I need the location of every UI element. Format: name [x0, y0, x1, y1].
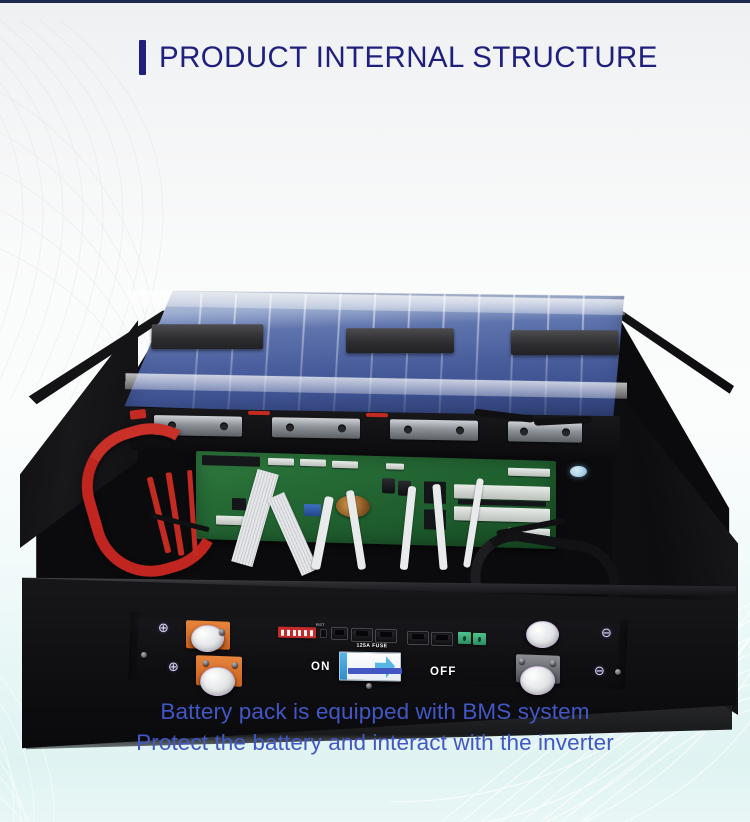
- page-title-row: PRODUCT INTERNAL STRUCTURE: [139, 40, 658, 75]
- page-title: PRODUCT INTERNAL STRUCTURE: [159, 40, 658, 74]
- busbar: [390, 419, 478, 441]
- comm-terminal-block[interactable]: [458, 631, 471, 645]
- usb-port[interactable]: [331, 626, 348, 641]
- battery-cell-stack: [124, 290, 628, 422]
- cell-pad: [510, 330, 619, 356]
- fuse-label: 125A FUSE: [356, 642, 388, 650]
- cell-pad: [151, 324, 264, 350]
- product-photo: ⊕ ⊕ ⊖ ⊖ RST ON OFF: [0, 140, 750, 750]
- cell-pad: [346, 328, 454, 354]
- title-accent-bar: [139, 40, 146, 75]
- comm-terminal-block[interactable]: [473, 632, 486, 646]
- positive-marking: ⊕: [168, 660, 179, 675]
- rj45-port[interactable]: [407, 630, 429, 646]
- status-indicator-lamp: [570, 466, 587, 477]
- positive-terminal-cap[interactable]: [191, 625, 224, 652]
- rj45-port[interactable]: [431, 631, 453, 647]
- switch-on-label: ON: [311, 661, 331, 673]
- reset-button[interactable]: [320, 628, 327, 639]
- negative-marking-top: ⊖: [601, 626, 612, 641]
- positive-marking-top: ⊕: [158, 621, 169, 636]
- negative-terminal-cap[interactable]: [520, 666, 555, 695]
- caption-line-2: Protect the battery and interact with th…: [136, 730, 614, 755]
- switch-off-label: OFF: [430, 666, 457, 678]
- top-accent-strip: [0, 0, 750, 3]
- rj45-port[interactable]: [351, 627, 373, 643]
- positive-terminal-cap[interactable]: [200, 667, 235, 696]
- busbar: [272, 417, 360, 439]
- negative-terminal-cap[interactable]: [526, 621, 559, 648]
- reset-label: RST: [316, 622, 325, 627]
- negative-marking: ⊖: [594, 664, 605, 679]
- rj45-port[interactable]: [375, 628, 397, 644]
- caption-block: Battery pack is equipped with BMS system…: [0, 668, 750, 758]
- dip-switch[interactable]: [278, 626, 316, 639]
- caption-line-1: Battery pack is equipped with BMS system: [160, 699, 590, 724]
- caption-divider: [348, 668, 402, 674]
